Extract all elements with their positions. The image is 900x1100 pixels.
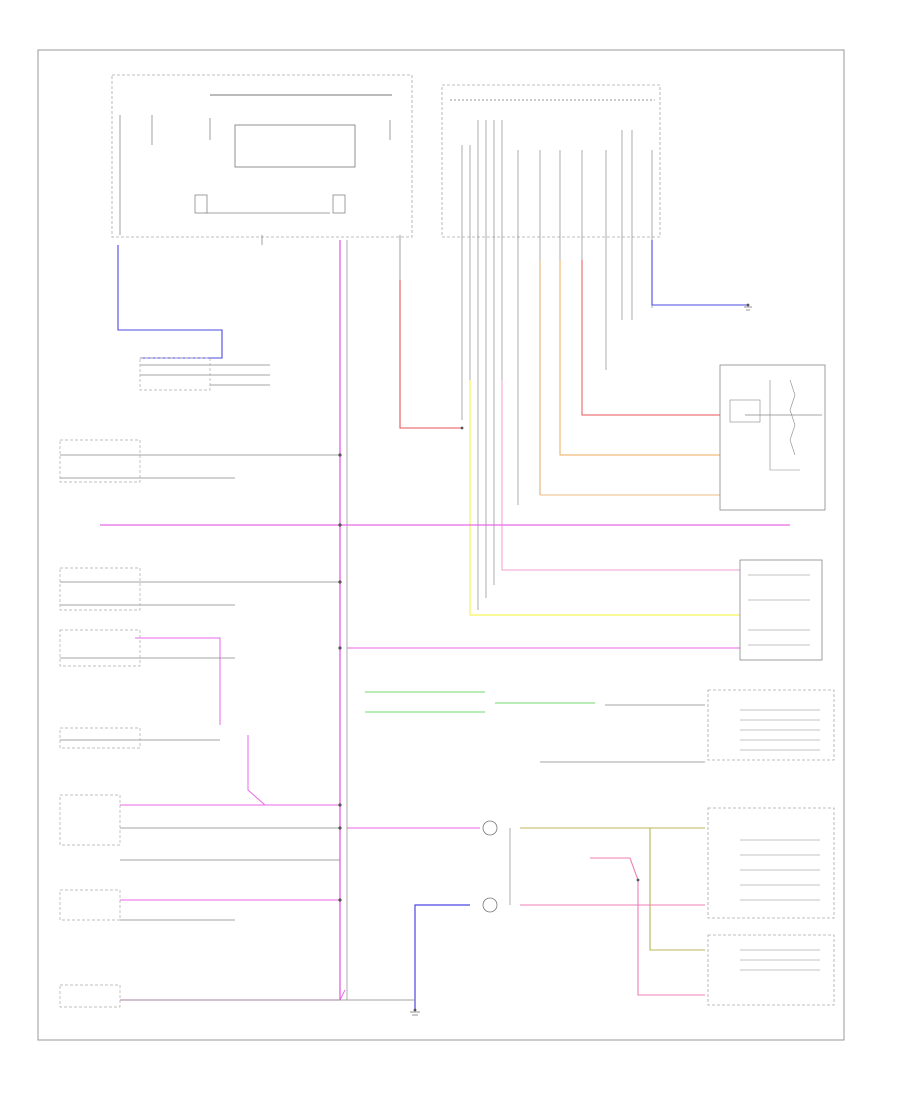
ignition-switch xyxy=(139,357,211,391)
steering-switch-middle xyxy=(707,807,835,919)
clockspring-upper-icon xyxy=(482,820,498,836)
ground-right-icon xyxy=(744,306,752,311)
orange-wire-2 xyxy=(539,260,720,496)
red-wire xyxy=(399,280,462,429)
red-wire-relay xyxy=(581,260,720,416)
yellow-wire xyxy=(469,380,740,616)
accessory-switch-5 xyxy=(59,794,121,846)
pink-wire-lower-right xyxy=(590,857,705,996)
ground-left-icon xyxy=(410,1011,420,1016)
accessory-switch-2 xyxy=(59,567,141,611)
steering-switch-lower xyxy=(707,934,835,1006)
orange-wire xyxy=(559,260,720,456)
accessory-switch-1 xyxy=(59,439,141,483)
gray-wires-lower-right xyxy=(509,414,822,905)
diagram-frame xyxy=(37,49,845,1041)
olive-wire-2 xyxy=(649,828,705,951)
splice-dots xyxy=(338,303,750,1012)
pink-wire-dimmer xyxy=(501,380,740,571)
blue-wire-left xyxy=(117,245,223,359)
fuse-box-left xyxy=(111,74,413,280)
dimmer-switch xyxy=(739,559,823,661)
accessory-switch-3 xyxy=(59,629,141,667)
steering-switch-upper xyxy=(707,689,835,761)
front-control-module xyxy=(441,84,661,238)
blue-wire-bottom xyxy=(414,904,470,1010)
harness-verticals xyxy=(461,237,653,610)
accessory-switch-4 xyxy=(59,727,141,749)
relay-box xyxy=(719,364,826,511)
gray-wires-left xyxy=(60,364,415,1001)
clockspring-lower-icon xyxy=(482,897,498,913)
accessory-switch-6 xyxy=(59,889,121,1008)
blue-wire-right xyxy=(651,240,748,306)
